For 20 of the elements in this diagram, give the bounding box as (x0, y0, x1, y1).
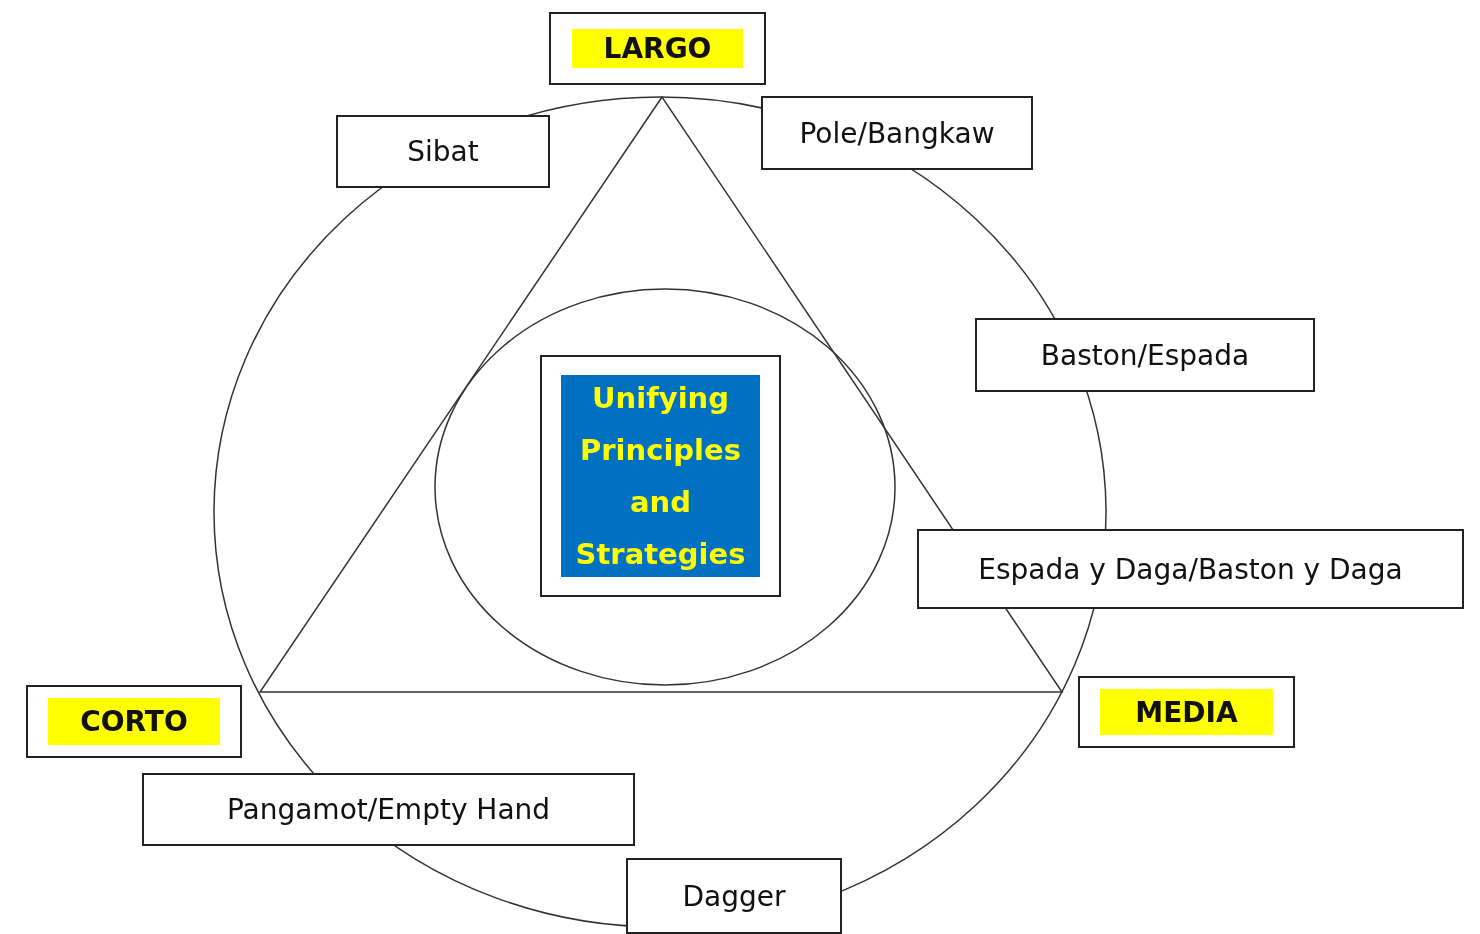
weapon-box (336, 115, 550, 188)
weapon-box (975, 318, 1315, 392)
weapon-label: Sibat (407, 135, 479, 168)
weapon-box (917, 529, 1464, 609)
center-box (540, 355, 781, 597)
range-box (549, 12, 766, 85)
range-label: MEDIA (1100, 689, 1273, 735)
weapon-box (142, 773, 635, 846)
weapon-label: Espada y Daga/Baston y Daga (978, 552, 1403, 586)
weapon-label: Dagger (682, 879, 786, 913)
range-label: LARGO (572, 29, 743, 68)
weapon-label: Pangamot/Empty Hand (226, 793, 551, 826)
weapon-box (626, 858, 842, 934)
range-box (26, 685, 242, 758)
weapon-label: Baston/Espada (1040, 338, 1250, 372)
range-label: CORTO (48, 698, 220, 745)
weapon-box (761, 96, 1033, 170)
principles-label: Unifying Principles and Strategies (561, 375, 760, 577)
range-box (1078, 676, 1295, 748)
weapon-label: Pole/Bangkaw (799, 116, 995, 150)
